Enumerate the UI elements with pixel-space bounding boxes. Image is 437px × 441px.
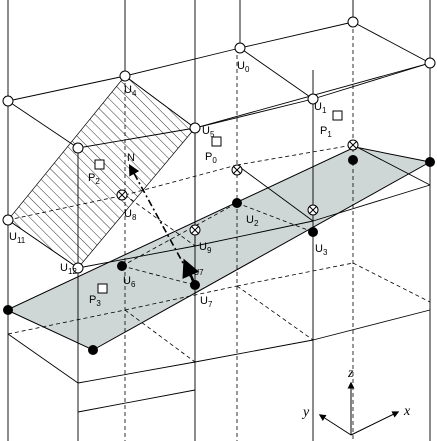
- square-P0: [211, 136, 222, 147]
- label-U9: U9: [199, 241, 212, 255]
- square-P2: [94, 159, 105, 170]
- label-U2: U2: [246, 214, 259, 228]
- node-U9: [189, 224, 201, 236]
- node-cross-c: [347, 139, 359, 151]
- node-cross-b: [307, 204, 319, 216]
- coordinate-axes: [318, 381, 400, 436]
- node-cross-a: [231, 164, 243, 176]
- node-right-filled: [425, 157, 435, 167]
- node-U8: [116, 189, 128, 201]
- axis-label-x: x: [403, 404, 411, 419]
- node-U2: [232, 198, 242, 208]
- node-U11: [2, 214, 14, 226]
- label-P1: P1: [320, 125, 332, 139]
- node-top-filled: [348, 155, 358, 165]
- dashed-grid-lines: [7, 22, 431, 441]
- label-U7: U7: [200, 295, 213, 309]
- label-U0: U0: [237, 60, 250, 74]
- label-U6: U6: [123, 275, 136, 289]
- label-U8: U8: [124, 208, 137, 222]
- node-U3: [308, 227, 318, 237]
- node-U12: [72, 262, 84, 274]
- grid-lines: [7, 0, 431, 441]
- label-U12: U12: [60, 262, 77, 276]
- label-P0: P0: [205, 151, 217, 165]
- label-U5: U5: [202, 125, 215, 139]
- axis-label-z: z: [347, 366, 354, 381]
- filled-nodes: [3, 155, 435, 355]
- node-bottom: [88, 345, 98, 355]
- node-U6: [117, 261, 127, 271]
- label-normal: nU7: [186, 261, 204, 277]
- node-U4: [119, 70, 131, 82]
- crossed-nodes: [116, 139, 359, 236]
- node-U5: [189, 122, 201, 134]
- open-nodes: [2, 16, 436, 274]
- node-U0: [234, 42, 246, 54]
- label-U1: U1: [314, 101, 327, 115]
- node-U1: [307, 93, 319, 105]
- node-bottom-left: [3, 305, 13, 315]
- label-U4: U4: [124, 84, 137, 98]
- label-N: N: [127, 152, 135, 164]
- node-labels: U0 U1 U2 U3 U4 U5 U6 U7 U8 U9 U11 U12 P0…: [9, 60, 332, 309]
- label-P2: P2: [88, 172, 100, 186]
- label-P3: P3: [89, 294, 101, 308]
- axis-label-y: y: [301, 405, 310, 420]
- label-U3: U3: [315, 243, 328, 257]
- node-top-left: [2, 95, 14, 107]
- square-P1: [332, 110, 343, 121]
- node-mid-left: [72, 142, 84, 154]
- node-top-right: [347, 16, 359, 28]
- point-squares: [94, 110, 343, 294]
- node-right: [424, 57, 436, 69]
- square-P3: [97, 283, 108, 294]
- label-U11: U11: [9, 231, 26, 245]
- node-U7: [190, 280, 200, 290]
